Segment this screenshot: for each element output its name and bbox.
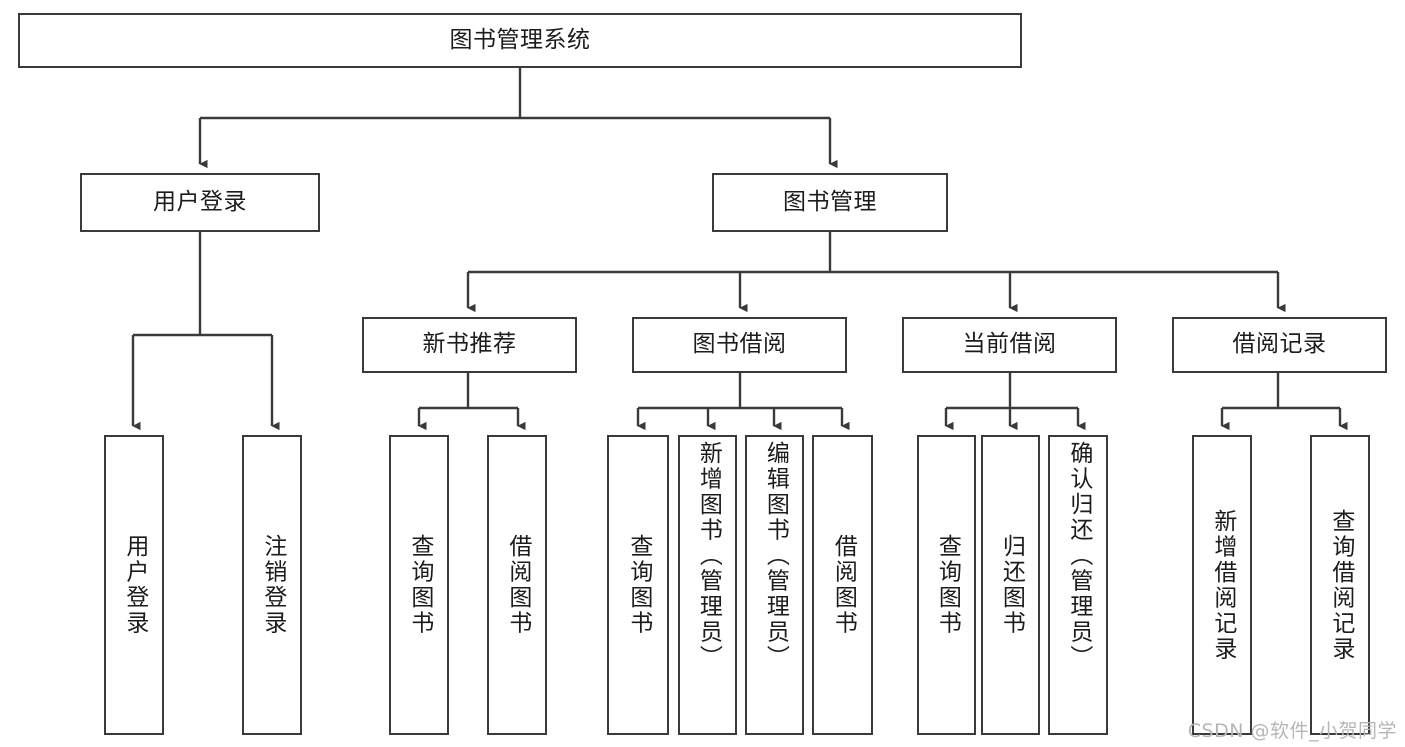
node-book-borrow-label: 图书借阅: [692, 331, 787, 358]
node-leaf-query-book-borrow-label: 查询图书: [625, 534, 652, 636]
node-book-manage-label: 图书管理: [783, 188, 877, 215]
node-leaf-user-login[interactable]: 用户登录: [104, 435, 164, 735]
node-current-borrow-label: 当前借阅: [962, 331, 1057, 358]
node-leaf-borrow-book[interactable]: 借阅图书: [812, 435, 873, 735]
node-leaf-query-book-borrow[interactable]: 查询图书: [607, 435, 669, 735]
node-leaf-add-book-admin[interactable]: 新增图书（管理员）: [678, 435, 737, 735]
node-current-borrow[interactable]: 当前借阅: [902, 317, 1117, 373]
node-new-book-recommend-label: 新书推荐: [422, 331, 517, 358]
node-leaf-add-book-admin-label: 新增图书（管理员）: [695, 441, 722, 671]
node-leaf-confirm-return-admin-label: 确认归还（管理员）: [1065, 441, 1092, 671]
node-leaf-return-book[interactable]: 归还图书: [981, 435, 1040, 735]
node-leaf-user-logout-label: 注销登录: [259, 534, 286, 636]
watermark-text: CSDN @软件_小贺同学: [1187, 720, 1397, 742]
node-book-borrow[interactable]: 图书借阅: [632, 317, 847, 373]
node-leaf-query-borrow-record-label: 查询借阅记录: [1327, 508, 1354, 662]
node-leaf-query-book-current-label: 查询图书: [934, 534, 961, 636]
node-borrow-record-label: 借阅记录: [1232, 331, 1327, 358]
node-new-book-recommend[interactable]: 新书推荐: [362, 317, 577, 373]
node-user-login-label: 用户登录: [153, 188, 247, 215]
node-leaf-confirm-return-admin[interactable]: 确认归还（管理员）: [1048, 435, 1108, 735]
node-book-manage[interactable]: 图书管理: [712, 173, 948, 232]
node-user-login[interactable]: 用户登录: [80, 173, 320, 232]
node-leaf-user-login-label: 用户登录: [121, 534, 148, 636]
node-borrow-record[interactable]: 借阅记录: [1172, 317, 1387, 373]
node-leaf-edit-book-admin-label: 编辑图书（管理员）: [762, 441, 789, 671]
node-leaf-add-borrow-record[interactable]: 新增借阅记录: [1192, 435, 1252, 735]
node-root-system[interactable]: 图书管理系统: [18, 13, 1022, 68]
node-leaf-query-book-current[interactable]: 查询图书: [917, 435, 976, 735]
node-leaf-edit-book-admin[interactable]: 编辑图书（管理员）: [745, 435, 804, 735]
node-leaf-borrow-book-label: 借阅图书: [830, 534, 857, 636]
node-leaf-borrow-book-recommend-label: 借阅图书: [504, 534, 531, 636]
node-leaf-add-borrow-record-label: 新增借阅记录: [1209, 508, 1236, 662]
node-leaf-query-borrow-record[interactable]: 查询借阅记录: [1310, 435, 1370, 735]
node-leaf-return-book-label: 归还图书: [998, 534, 1025, 636]
node-leaf-borrow-book-recommend[interactable]: 借阅图书: [487, 435, 547, 735]
node-leaf-query-book-recommend[interactable]: 查询图书: [389, 435, 449, 735]
node-root-label: 图书管理系统: [449, 26, 591, 53]
node-leaf-user-logout[interactable]: 注销登录: [242, 435, 302, 735]
node-leaf-query-book-recommend-label: 查询图书: [406, 534, 433, 636]
